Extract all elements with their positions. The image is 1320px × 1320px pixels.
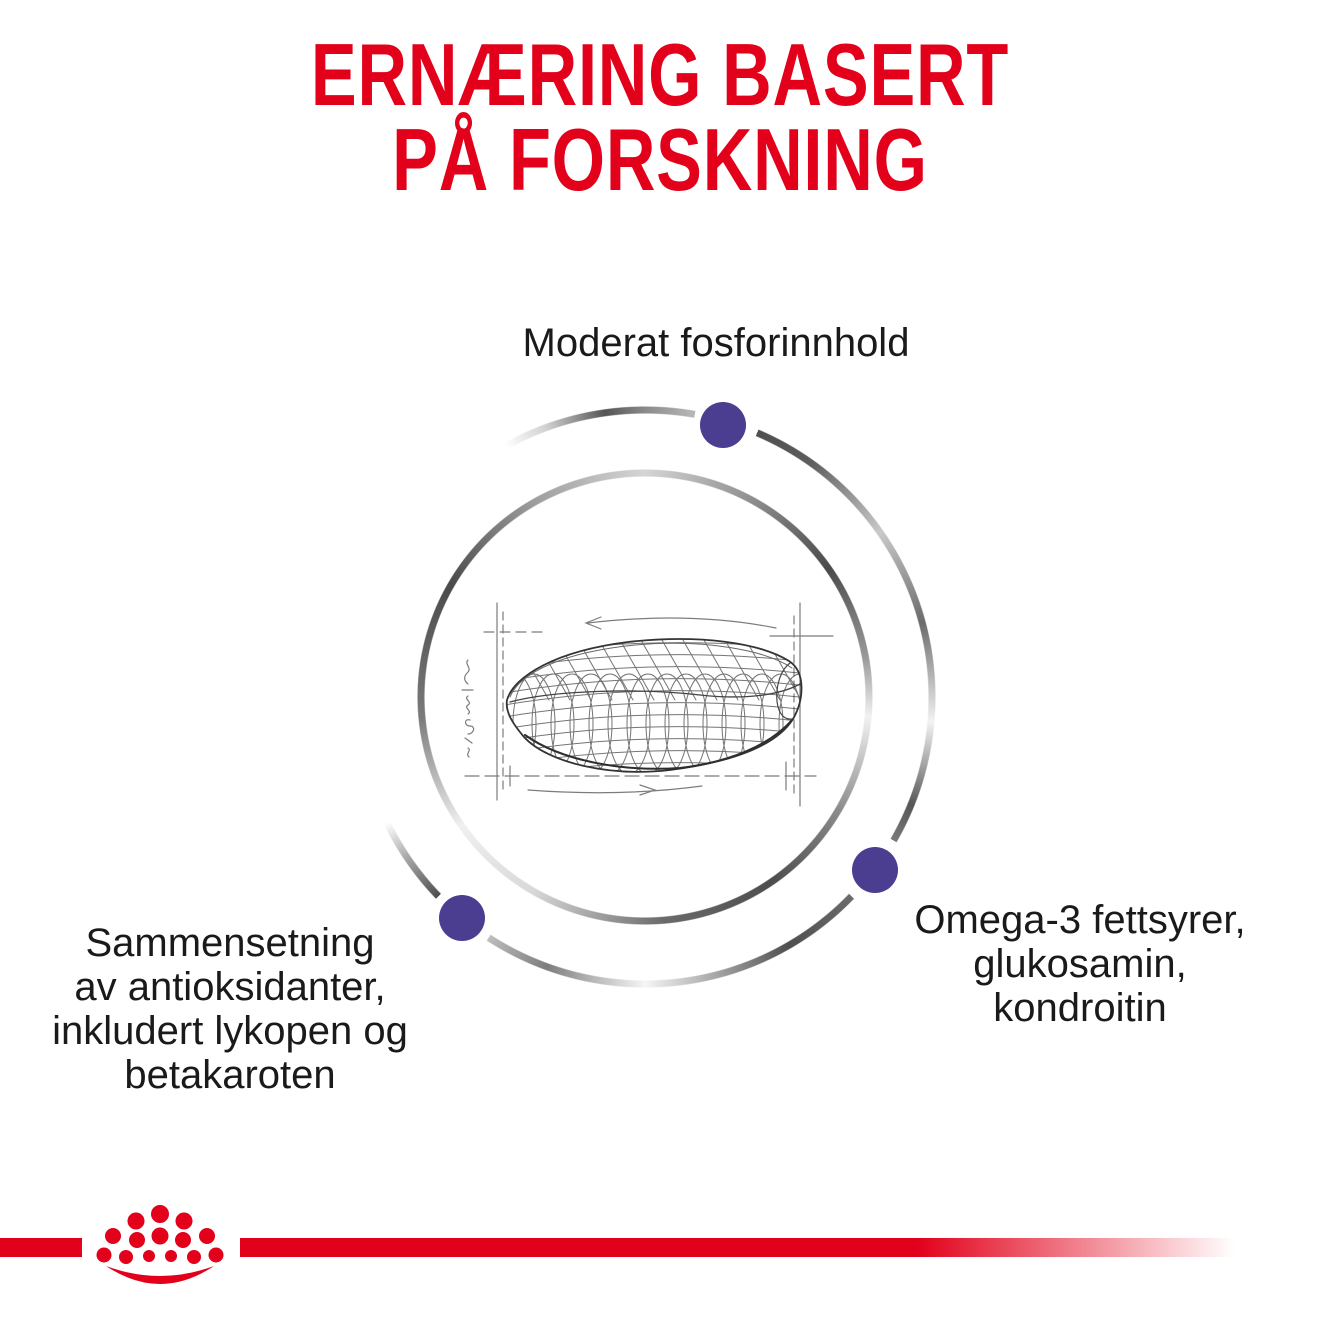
logo-dot — [94, 1245, 114, 1265]
kibble-hatch-line — [506, 726, 802, 743]
benefit-label-phosphorus: Moderat fosforinnhold — [516, 321, 916, 365]
benefit-label-line: inkludert lykopen og — [52, 1009, 408, 1053]
logo-dot — [197, 1226, 217, 1246]
kibble-sketch — [461, 602, 834, 807]
kibble-hatching — [506, 639, 802, 772]
handwritten-note-scribble — [461, 659, 475, 758]
construction-lines — [461, 602, 834, 807]
brand-bar-right — [240, 1238, 1235, 1257]
logo-dot — [117, 1248, 135, 1266]
kibble-outline — [505, 638, 803, 773]
dimension-arrow-top — [587, 617, 777, 629]
logo-base-arc — [106, 1266, 214, 1284]
brand-bar-left — [0, 1238, 82, 1257]
kibble-hatch-loop — [740, 673, 784, 772]
benefit-label-line: Omega-3 fettsyrer, — [914, 898, 1246, 942]
kibble-hatch-line — [506, 642, 802, 659]
kibble-hatch-diagonal — [661, 639, 697, 701]
logo-dot — [206, 1245, 226, 1265]
benefit-dot-omega3 — [852, 847, 898, 893]
kibble-hatch-loop — [702, 673, 746, 772]
kibble-hatch-loop — [759, 673, 802, 772]
logo-dot — [173, 1210, 195, 1232]
kibble-hatch-loop — [550, 673, 594, 772]
royal-canin-crown-logo — [94, 1203, 226, 1284]
kibble-hatch-line — [506, 714, 802, 731]
kibble-hatch-diagonal — [682, 639, 718, 701]
kibble-hatch-line — [506, 702, 802, 719]
benefit-dot-phosphorus — [700, 402, 746, 448]
logo-dot — [149, 1225, 171, 1247]
kibble-hatch-diagonal — [724, 639, 760, 701]
benefit-label-antioxidants: Sammensetning av antioksidanter, inklude… — [30, 921, 430, 1097]
page-title: ERNÆRING BASERT PÅ FORSKNING — [145, 25, 1175, 209]
kibble-end-face — [776, 662, 793, 720]
logo-dot — [127, 1230, 147, 1250]
benefit-label-omega3: Omega-3 fettsyrer, glukosamin, kondroiti… — [900, 898, 1260, 1030]
benefit-label-line: glukosamin, — [973, 942, 1187, 986]
arrowhead-bottom — [639, 784, 657, 796]
kibble-hatch-diagonal — [640, 639, 676, 701]
benefit-label-line: av antioksidanter, — [74, 965, 386, 1009]
kibble-hatch-loop — [683, 673, 727, 772]
kibble-hatch-loop — [626, 673, 670, 772]
kibble-hatch-diagonal — [787, 639, 802, 701]
kibble-hatch-diagonal — [619, 639, 655, 701]
kibble-hatch-line — [506, 666, 802, 683]
kibble-hatch-diagonal — [535, 639, 571, 701]
kibble-hatch-line — [506, 678, 802, 695]
kibble-hatch-loop — [721, 673, 765, 772]
logo-dot — [149, 1203, 171, 1225]
benefit-label-line: Sammensetning — [85, 921, 375, 965]
kibble-ridge — [509, 683, 801, 703]
brand-bar — [0, 1238, 1235, 1257]
kibble-hatch-loop — [664, 673, 708, 772]
kibble-lower-edge — [524, 719, 793, 770]
page-title-line-2: PÅ FORSKNING — [392, 110, 928, 209]
dimension-arrow-bottom — [527, 785, 703, 794]
kibble-hatch-loop — [607, 673, 651, 772]
logo-dot — [103, 1226, 123, 1246]
page-title-line-1: ERNÆRING BASERT — [310, 25, 1010, 124]
logo-dot — [173, 1230, 193, 1250]
logo-dot — [125, 1210, 147, 1232]
kibble-hatch-loop — [569, 673, 613, 772]
logo-dot — [163, 1248, 179, 1264]
kibble-outline-sketch — [509, 642, 793, 698]
kibble-hatch-loop — [588, 673, 632, 772]
kibble-hatch-diagonal — [514, 639, 550, 701]
benefit-label-line: Moderat fosforinnhold — [522, 321, 910, 365]
logo-dot — [185, 1248, 203, 1266]
benefit-label-line: kondroitin — [993, 986, 1167, 1030]
arrowhead-top — [584, 616, 602, 630]
benefit-label-line: betakaroten — [124, 1053, 336, 1097]
kibble-hatch-diagonal — [598, 639, 634, 701]
logo-dot — [141, 1248, 157, 1264]
kibble-hatch-loop — [645, 673, 689, 772]
benefit-dot-antioxidants — [439, 895, 485, 941]
kibble-hatch-diagonal — [703, 639, 739, 701]
kibble-hatch-diagonal — [745, 639, 781, 701]
